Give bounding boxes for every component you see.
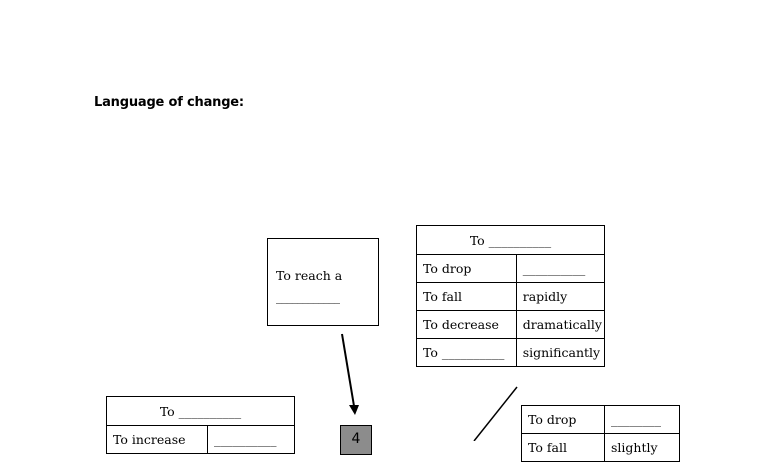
table-cell: dramatically <box>515 310 606 339</box>
table-cell: To __________ <box>416 338 517 367</box>
table-cell: __________ <box>207 425 295 454</box>
table-cell: ________ <box>604 405 680 434</box>
reach-box-line1: To reach a <box>276 268 343 283</box>
table-row: To increase __________ <box>106 425 295 454</box>
connector-lines <box>341 333 518 441</box>
table-decrease-words: To __________ To drop __________ To fall… <box>416 225 606 367</box>
table-cell: To fall <box>521 433 605 462</box>
table-cell: To increase <box>106 425 208 454</box>
table-header-cell: To __________ <box>416 225 605 255</box>
table-row: To fall rapidly <box>416 282 606 311</box>
page-heading: Language of change: <box>94 95 244 110</box>
table-cell: rapidly <box>515 282 606 311</box>
table-row: To drop ________ <box>521 405 680 434</box>
arrow-head <box>349 405 359 415</box>
table-cell: __________ <box>515 254 606 283</box>
table-header-row: To __________ <box>106 396 295 426</box>
table-cell: slightly <box>604 433 680 462</box>
reach-box-blank: ____________ <box>276 289 340 304</box>
table-cell: To drop <box>521 405 605 434</box>
table-cell: significantly <box>515 338 606 367</box>
table-header-row: To __________ <box>416 225 605 255</box>
connector-line <box>473 386 518 441</box>
table-cell: To drop <box>416 254 517 283</box>
table-increase-words: To __________ To increase __________ <box>106 396 295 454</box>
table-slight-change-words: To drop ________ To fall slightly <box>521 405 680 462</box>
table-cell: To decrease <box>416 310 517 339</box>
arrow-line <box>341 333 355 407</box>
table-row: To fall slightly <box>521 433 680 462</box>
table-row: To drop __________ <box>416 254 606 283</box>
table-cell: To fall <box>416 282 517 311</box>
table-row: To __________ significantly <box>416 338 606 367</box>
table-row: To decrease dramatically <box>416 310 606 339</box>
table-header-cell: To __________ <box>106 396 295 426</box>
number-box: 4 <box>340 425 372 455</box>
reach-box: To reach a ____________ <box>267 238 379 326</box>
